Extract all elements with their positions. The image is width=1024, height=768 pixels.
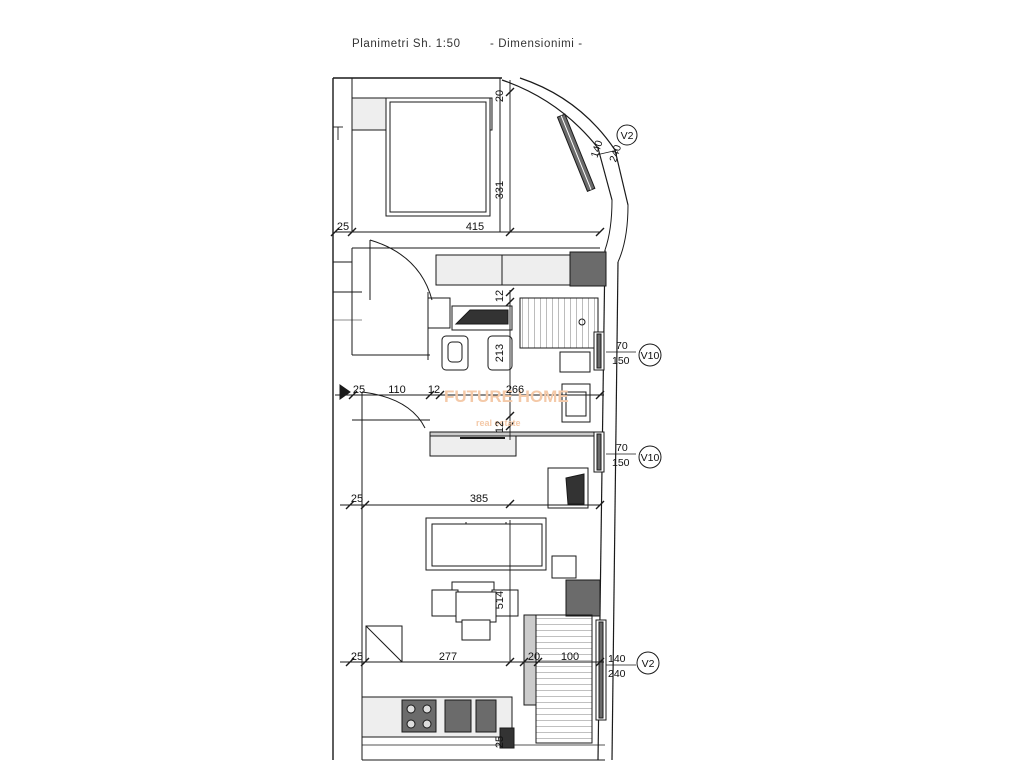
window-2-tag-circle (638, 343, 662, 367)
wardrobe (435, 251, 607, 287)
dim-row4-25: 25 (351, 651, 363, 663)
sink-icon (444, 699, 472, 733)
dim-bottom-25: 25 (494, 736, 506, 748)
dim-row1-415: 415 (466, 221, 484, 233)
window-1-height: 240 (607, 143, 624, 164)
dim-bath-213: 213 (494, 344, 506, 362)
window-4-tag-circle (636, 651, 660, 675)
window-tag-1: 140 240 V2 (589, 124, 638, 164)
window-v2-top (556, 113, 596, 192)
drawing-header: Planimetri Sh. 1:50 - Dimensionimi - (0, 38, 1024, 54)
watermark-tagline: real estate (476, 418, 521, 428)
bidet-icon (487, 335, 513, 371)
dim-row3-385: 385 (470, 493, 488, 505)
window-2-width: 70 (616, 340, 628, 352)
chair (431, 589, 459, 617)
bathroom (427, 297, 601, 457)
watermark-brand: FUTURE HOME (444, 387, 569, 406)
window-3-width: 70 (616, 442, 628, 454)
dim-row2-25: 25 (353, 384, 365, 396)
window-3-tag-circle (638, 445, 662, 469)
plan-title: Planimetri Sh. 1:50 (352, 38, 461, 50)
window-3-height: 150 (612, 457, 630, 469)
double-bed (385, 97, 491, 217)
window-1-width: 140 (589, 139, 606, 160)
window-4-code: V2 (642, 658, 655, 670)
bedroom (351, 97, 493, 217)
shaft (569, 251, 607, 287)
window-tag-3: 70 150 V10 (606, 442, 662, 469)
window-tag-4: 140 240 V2 (606, 651, 660, 680)
dim-bath-12a: 12 (494, 290, 506, 302)
dim-living-514: 514 (494, 591, 506, 609)
shower-tray (519, 297, 599, 349)
dim-row4-100: 100 (561, 651, 579, 663)
window-2-height: 150 (612, 355, 630, 367)
window-2-code: V10 (641, 350, 660, 362)
window-4-width: 140 (608, 653, 626, 665)
dim-bedroom-331: 331 (494, 181, 506, 199)
dimension-lines (330, 80, 605, 667)
washbasin-icon (454, 309, 509, 325)
balcony (523, 614, 593, 744)
entrance (333, 239, 433, 429)
front-door-swing (361, 391, 426, 429)
dim-row2-12: 12 (428, 384, 440, 396)
side-table (551, 555, 577, 579)
plan-subtitle: - Dimensionimi - (490, 38, 583, 50)
dim-row4-20: 20 (528, 651, 540, 663)
window-1-code: V2 (621, 130, 634, 142)
stove-icon (401, 699, 437, 733)
window-3-code: V10 (641, 452, 660, 464)
dim-row1-25: 25 (337, 221, 349, 233)
window-4-height: 240 (608, 668, 626, 680)
washing-machine-icon (561, 383, 591, 423)
door-swing (369, 239, 433, 301)
dim-row2-110: 110 (388, 384, 406, 396)
window-tag-2: 70 150 V10 (606, 340, 662, 367)
chair (461, 619, 491, 641)
dim-bath-12b: 12 (494, 421, 506, 433)
dim-top-20: 20 (494, 90, 506, 102)
bath-cabinet (427, 297, 451, 329)
window-1-tag-circle (616, 124, 638, 146)
shaft (565, 579, 601, 617)
watermark-logo: FUTURE HOME real estate (444, 387, 569, 428)
kitchen (361, 625, 515, 749)
living-room (425, 467, 601, 641)
dim-row4-277: 277 (439, 651, 457, 663)
entry-arrow-icon (339, 384, 351, 400)
window-openings (556, 113, 607, 721)
dim-row3-25: 25 (351, 493, 363, 505)
dimension-labels: 20 331 25 415 12 213 25 110 12 266 12 25… (337, 90, 579, 748)
dining-table (455, 591, 497, 623)
toilet-icon (441, 335, 469, 371)
balcony-deck (535, 614, 593, 744)
dim-row2-266: 266 (506, 384, 524, 396)
